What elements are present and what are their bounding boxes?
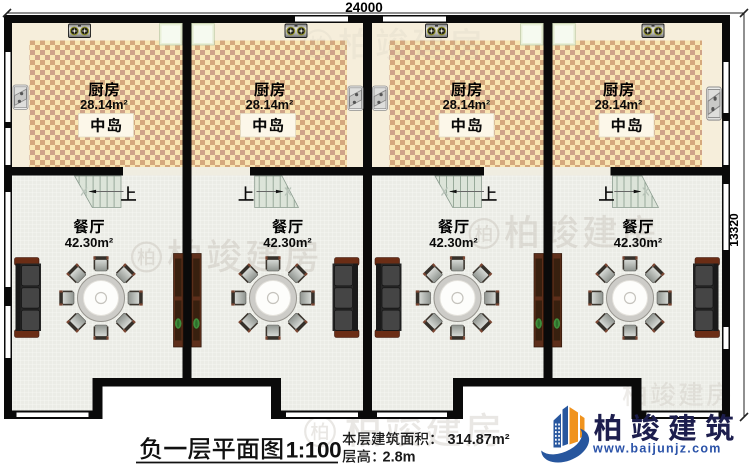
- svg-text:28.14m²: 28.14m²: [595, 97, 643, 112]
- svg-text:28.14m²: 28.14m²: [80, 97, 128, 112]
- svg-text:314.87m²: 314.87m²: [448, 432, 510, 448]
- svg-text:www.baijunjz.com: www.baijunjz.com: [592, 442, 722, 456]
- svg-text:42.30m²: 42.30m²: [614, 235, 663, 250]
- svg-text:13320: 13320: [727, 213, 741, 247]
- svg-text:24000: 24000: [345, 0, 383, 15]
- svg-text:2.8m: 2.8m: [383, 450, 416, 466]
- svg-text:1:100: 1:100: [286, 438, 342, 463]
- svg-text:28.14m²: 28.14m²: [443, 97, 491, 112]
- svg-text:42.30m²: 42.30m²: [65, 235, 114, 250]
- svg-text:42.30m²: 42.30m²: [263, 235, 312, 250]
- svg-text:28.14m²: 28.14m²: [246, 97, 294, 112]
- svg-text:42.30m²: 42.30m²: [429, 235, 478, 250]
